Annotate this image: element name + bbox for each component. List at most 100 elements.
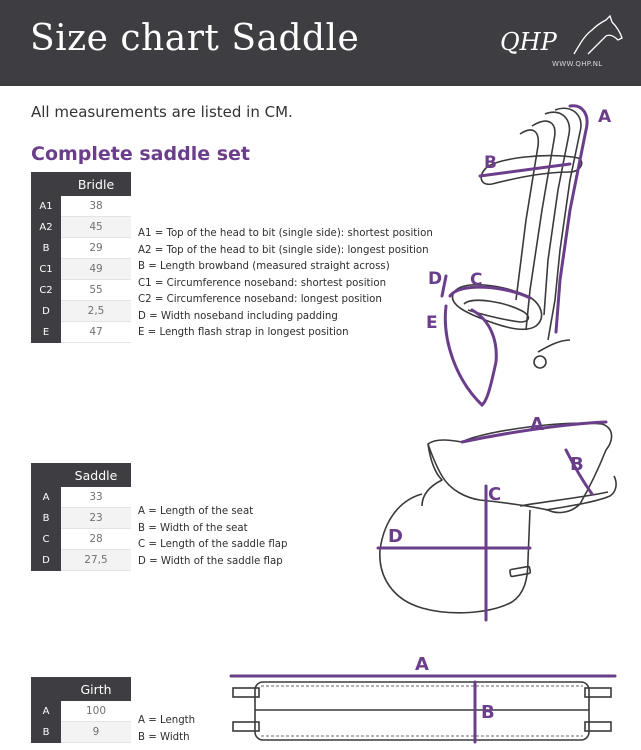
row-value: 2,5 [61, 300, 131, 322]
crownpiece-outer [547, 107, 582, 341]
legend-item: C1 = Circumference noseband: shortest po… [138, 277, 387, 289]
table-heading: Saddle [61, 463, 131, 487]
measure-line-b [564, 448, 594, 496]
logo-text: QHP [500, 28, 557, 56]
saddle-panel [519, 491, 609, 507]
row-code: C2 [31, 279, 61, 301]
girth-buckle-bottom-right [584, 721, 612, 732]
row-value: 23 [61, 507, 131, 529]
bit-ring [533, 355, 547, 369]
girth-legend: A = Length B = Width [138, 713, 195, 746]
cheekpiece-inner [515, 129, 540, 301]
measure-line-c [448, 285, 532, 300]
row-code: C1 [31, 258, 61, 280]
row-value: 38 [61, 196, 131, 217]
noseband-padding [463, 299, 530, 323]
legend-item: E = Length flash strap in longest positi… [138, 327, 349, 338]
girth-buckle-top-right [584, 687, 612, 698]
girth-stitching [261, 685, 583, 737]
row-value: 9 [61, 721, 131, 743]
row-code: D [31, 549, 61, 571]
row-value: 29 [61, 237, 131, 259]
row-value: 55 [61, 279, 131, 301]
legend-item: B = Width [138, 731, 190, 743]
diagram-label-a: A [530, 414, 544, 435]
legend-item: A = Length of the seat [138, 506, 254, 517]
bridle-diagram: A B C D E [426, 104, 612, 408]
page-title: Size chart Saddle [30, 18, 360, 59]
legend-item: A2 = Top of the head to bit (single side… [138, 244, 429, 256]
row-value: 28 [61, 528, 131, 550]
legend-item: B = Length browband (measured straight a… [138, 261, 390, 272]
measure-line-a [554, 104, 589, 334]
bridle-legend: A1 = Top of the head to bit (single side… [138, 226, 433, 342]
row-code: A [31, 701, 61, 722]
cheekpiece [525, 120, 556, 331]
measure-line-d [440, 274, 448, 298]
diagram-label-c: C [470, 270, 482, 290]
rein-strap [537, 339, 571, 353]
table-header-row: Saddle [31, 463, 131, 487]
girth-buckle-top-left [232, 687, 260, 698]
saddle-diagram: A B C D [376, 414, 617, 622]
diagram-label-a: A [598, 107, 612, 127]
row-code: B [31, 237, 61, 259]
row-value: 49 [61, 258, 131, 280]
table-heading: Girth [61, 677, 131, 701]
saddle-d-ring [509, 565, 532, 578]
row-value: 47 [61, 321, 131, 343]
table-header-row: Girth [31, 677, 131, 701]
legend-item: C = Length of the saddle flap [138, 539, 288, 550]
diagram-label-d: D [428, 269, 442, 289]
saddle-seat [427, 422, 613, 514]
saddle-legend: A = Length of the seat B = Width of the … [138, 504, 287, 570]
row-value: 45 [61, 216, 131, 238]
saddle-pommel [421, 443, 443, 507]
table-corner [31, 677, 61, 701]
crownpiece-inner [543, 111, 571, 316]
row-code: A [31, 487, 61, 508]
legend-item: D = Width noseband including padding [138, 310, 338, 322]
diagram-label-a: A [415, 654, 429, 675]
brand-logo: QHP WWW.QHP.NL [500, 14, 625, 72]
browband [480, 154, 583, 186]
table-corner [31, 172, 61, 196]
table-corner [31, 463, 61, 487]
logo-url: WWW.QHP.NL [552, 60, 603, 68]
diagram-label-c: C [488, 484, 501, 505]
legend-item: A = Length [138, 715, 196, 726]
measure-line-a [460, 420, 608, 444]
saddle-skirt [545, 475, 617, 511]
legend-item: C2 = Circumference noseband: longest pos… [138, 294, 382, 305]
legend-item: A1 = Top of the head to bit (single side… [138, 228, 433, 239]
row-code: B [31, 721, 61, 743]
row-code: C [31, 528, 61, 550]
row-value: 33 [61, 487, 131, 508]
row-value: 100 [61, 701, 131, 722]
intro-text: All measurements are listed in CM. [31, 103, 293, 121]
diagram-label-b: B [484, 153, 497, 173]
legend-item: B = Width of the seat [138, 522, 248, 534]
diagram-label-b: B [570, 454, 584, 475]
measure-line-b [478, 162, 572, 178]
table-heading: Bridle [61, 172, 131, 196]
girth-buckle-bottom-left [232, 721, 260, 732]
noseband [451, 283, 543, 331]
girth-diagram: A B [229, 654, 617, 744]
row-code: B [31, 507, 61, 529]
horse-head-icon [573, 14, 623, 55]
section-title: Complete saddle set [31, 143, 251, 165]
row-code: D [31, 300, 61, 322]
row-code: E [31, 321, 61, 343]
